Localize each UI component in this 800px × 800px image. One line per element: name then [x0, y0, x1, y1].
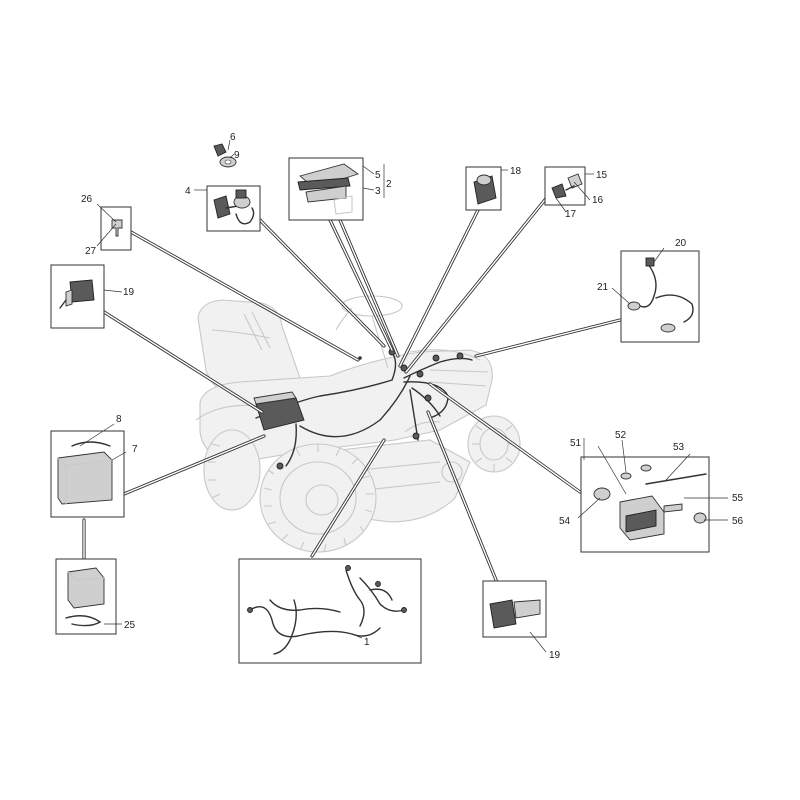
inset-51-56-solenoid [580, 456, 710, 553]
leader-lines [79, 139, 728, 653]
inset-7-8-battery [50, 430, 125, 518]
label-20: 20 [675, 238, 687, 249]
inset-4 [206, 185, 261, 232]
label-9: 9 [234, 150, 240, 161]
inset-15-16-17 [544, 166, 586, 206]
label-19-left: 19 [123, 287, 135, 298]
harness-on-tractor [253, 348, 473, 470]
label-6: 6 [230, 132, 236, 143]
label-16: 16 [592, 195, 604, 206]
label-21: 21 [597, 282, 609, 293]
label-53: 53 [673, 442, 685, 453]
label-51: 51 [570, 438, 582, 449]
label-25: 25 [124, 620, 136, 631]
label-26: 26 [81, 194, 93, 205]
part-labels: 6 9 4 5 2 3 18 15 16 17 26 27 19 20 21 8… [81, 132, 744, 661]
tractor-outline [195, 295, 521, 553]
label-3: 3 [375, 186, 381, 197]
label-1: 1 [364, 637, 370, 648]
label-8: 8 [116, 414, 122, 425]
label-17: 17 [565, 209, 577, 220]
label-55: 55 [732, 493, 744, 504]
connector-lines [82, 194, 622, 582]
label-27: 27 [85, 246, 97, 257]
label-15: 15 [596, 170, 608, 181]
label-18: 18 [510, 166, 522, 177]
label-54: 54 [559, 516, 571, 527]
label-4: 4 [185, 186, 191, 197]
inset-26-27 [100, 206, 132, 251]
label-2: 2 [386, 179, 392, 190]
inset-2-3-5 [288, 157, 364, 221]
inset-1-harness [238, 558, 422, 664]
label-7: 7 [132, 444, 138, 455]
inset-19-relay-left [50, 264, 105, 329]
inset-25-charger [55, 558, 117, 635]
inset-19-relay-bottom [482, 580, 547, 638]
label-52: 52 [615, 430, 627, 441]
parts-6-9 [213, 143, 237, 168]
label-19-bottom: 19 [549, 650, 561, 661]
inset-18 [465, 166, 502, 211]
label-56: 56 [732, 516, 744, 527]
label-5: 5 [375, 170, 381, 181]
inset-20-21 [620, 250, 700, 343]
